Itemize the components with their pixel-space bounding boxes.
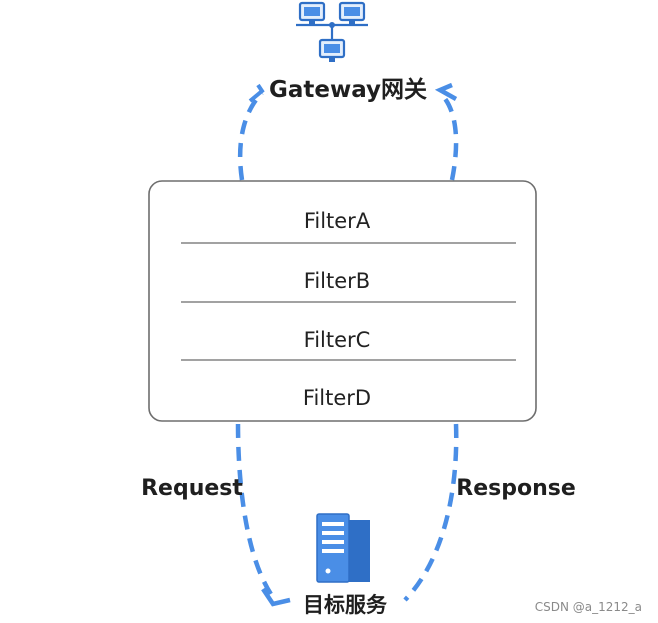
response-arc-upper [440, 93, 459, 181]
filter-chain-box [148, 180, 537, 422]
filter-c-label: FilterC [304, 328, 371, 352]
target-service-label: 目标服务 [303, 593, 388, 617]
request-arc-upper-head [248, 83, 265, 103]
response-arc-lower [403, 423, 459, 602]
gateway-label: Gateway网关 [269, 76, 427, 103]
filter-d-label: FilterD [303, 386, 371, 410]
network-computers-icon [296, 1, 368, 62]
request-arc-lower-arrowhead [261, 587, 291, 607]
server-icon [316, 513, 370, 583]
response-label: Response [456, 476, 576, 501]
response-arc-upper-arrowhead [434, 82, 458, 101]
filter-a-label: FilterA [304, 209, 371, 233]
request-label: Request [141, 476, 243, 501]
filter-b-label: FilterB [304, 269, 370, 293]
request-arc-upper [237, 91, 264, 181]
watermark: CSDN @a_1212_a [535, 600, 642, 614]
request-arc-lower [235, 423, 277, 602]
